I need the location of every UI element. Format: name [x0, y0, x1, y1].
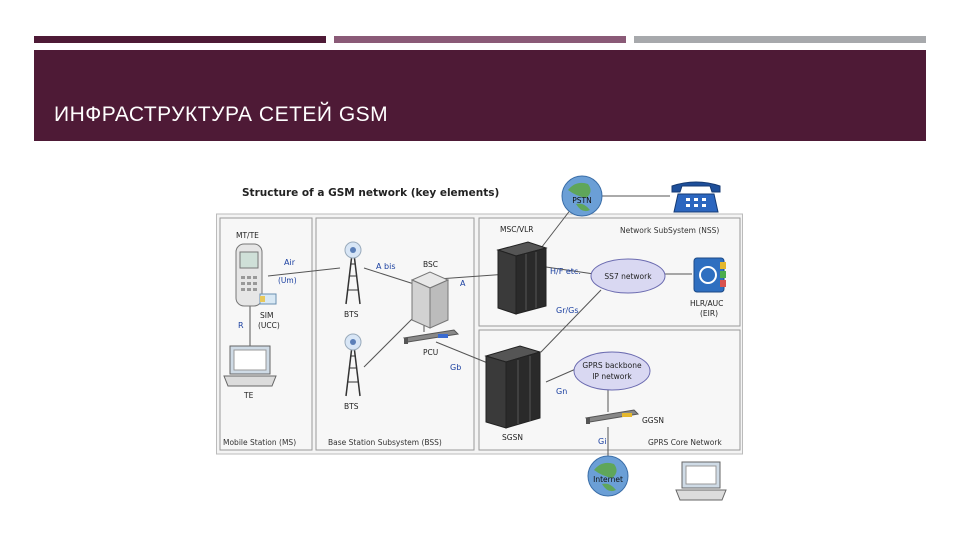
gprs-backbone — [573, 351, 651, 391]
interface-hpetc: H/F etc. — [550, 267, 581, 276]
server-rack-icon — [484, 345, 542, 429]
address-book-icon — [693, 257, 726, 293]
pstn-label: PSTN — [572, 196, 591, 205]
server-icon — [410, 271, 450, 329]
ss7-label: SS7 network — [604, 272, 652, 281]
msc-label: MSC/VLR — [500, 225, 534, 234]
sim-ucc-label: (UCC) — [258, 321, 280, 330]
interface-a: A — [460, 279, 466, 288]
interface-air: Air — [284, 258, 296, 267]
top-bar-gray — [634, 36, 926, 43]
bsc-label: BSC — [423, 260, 438, 269]
te-label: TE — [243, 391, 254, 400]
interface-air-um: (Um) — [278, 276, 297, 285]
router-icon — [402, 329, 460, 344]
antenna-tower-icon — [344, 333, 362, 397]
ms-label: Mobile Station (MS) — [223, 438, 296, 447]
line-msc-ss7 — [545, 266, 595, 275]
bss-label: Base Station Subsystem (BSS) — [328, 438, 442, 447]
telephone-icon — [671, 181, 721, 213]
slide-title: ИНФРАСТРУКТУРА СЕТЕЙ GSM — [54, 103, 389, 126]
ss7-network — [590, 258, 666, 294]
ms-box — [219, 217, 313, 451]
line-bts2-bsc — [363, 316, 415, 368]
top-bar-mid — [334, 36, 626, 43]
sgsn-label: SGSN — [502, 433, 523, 442]
mt-label: MT/TE — [236, 231, 259, 240]
top-bar-dark — [34, 36, 326, 43]
server-rack-icon — [496, 241, 548, 315]
bts1-label: BTS — [344, 310, 359, 319]
globe-icon — [587, 455, 629, 497]
interface-grgs: Gr/Gs — [556, 306, 579, 315]
mobile-phone-icon — [235, 243, 277, 307]
diagram-title: Structure of a GSM network (key elements… — [242, 187, 499, 199]
laptop-icon — [675, 461, 727, 501]
gprs-label: GPRS Core Network — [648, 438, 722, 447]
gsm-structure-diagram: Structure of a GSM network (key elements… — [216, 175, 743, 501]
title-banner — [34, 50, 926, 141]
line-abis — [363, 267, 415, 285]
internet-label: Internet — [593, 475, 623, 484]
antenna-tower-icon — [344, 241, 362, 305]
gprs-backbone-label: GPRS backbone — [582, 361, 642, 370]
bts2-label: BTS — [344, 402, 359, 411]
interface-abis: A bis — [376, 262, 395, 271]
pcu-label: PCU — [423, 348, 438, 357]
line-gn — [545, 367, 579, 383]
ggsn-label: GGSN — [642, 416, 664, 425]
globe-icon — [561, 175, 603, 217]
interface-gi: Gi — [598, 437, 606, 446]
sim-label: SIM — [260, 311, 273, 320]
laptop-icon — [223, 345, 277, 387]
nss-label: Network SubSystem (NSS) — [620, 226, 719, 235]
interface-gn: Gn — [556, 387, 567, 396]
gprs-ip-label: IP network — [592, 372, 632, 381]
router-icon — [584, 409, 640, 424]
line-grgs — [540, 289, 602, 353]
interface-r: R — [238, 321, 244, 330]
line-air — [267, 267, 341, 277]
hlr-label: HLR/AUC — [690, 299, 723, 308]
interface-gb: Gb — [450, 363, 461, 372]
eir-label: (EIR) — [700, 309, 718, 318]
